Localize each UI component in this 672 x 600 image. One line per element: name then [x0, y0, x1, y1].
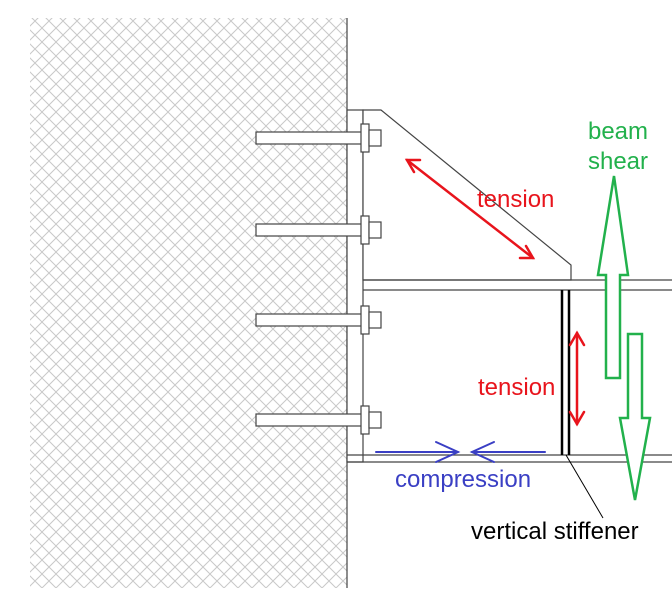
stiffener-label: vertical stiffener: [471, 518, 639, 545]
tension-vertical-arrow: [568, 330, 586, 427]
stiffener-leader-line: [565, 454, 604, 519]
anchor-bolt-icon: [255, 405, 382, 435]
beam-shear-label: beam shear: [578, 117, 658, 177]
anchor-bolt-icon: [255, 123, 382, 153]
tension-label-diagonal: tension: [477, 186, 555, 213]
beam: [347, 279, 672, 463]
compression-label: compression: [395, 466, 532, 493]
tension-label-vertical: tension: [478, 374, 556, 401]
shear-arrow-down: [618, 332, 652, 501]
beam-shear-label-line2: shear: [587, 148, 649, 175]
vertical-stiffener: [560, 290, 571, 455]
shear-arrow-up: [596, 175, 630, 380]
beam-shear-arrows: [596, 175, 652, 501]
anchor-bolt-icon: [255, 215, 382, 245]
anchor-bolt-icon: [255, 305, 382, 335]
beam-shear-label-line1: beam: [587, 118, 649, 145]
haunch-bracket: [362, 109, 572, 281]
compression-arrows: [375, 441, 546, 463]
concrete-wall: [30, 18, 347, 588]
tension-diagonal-arrow: [404, 158, 536, 260]
anchor-bolts: [255, 123, 382, 435]
